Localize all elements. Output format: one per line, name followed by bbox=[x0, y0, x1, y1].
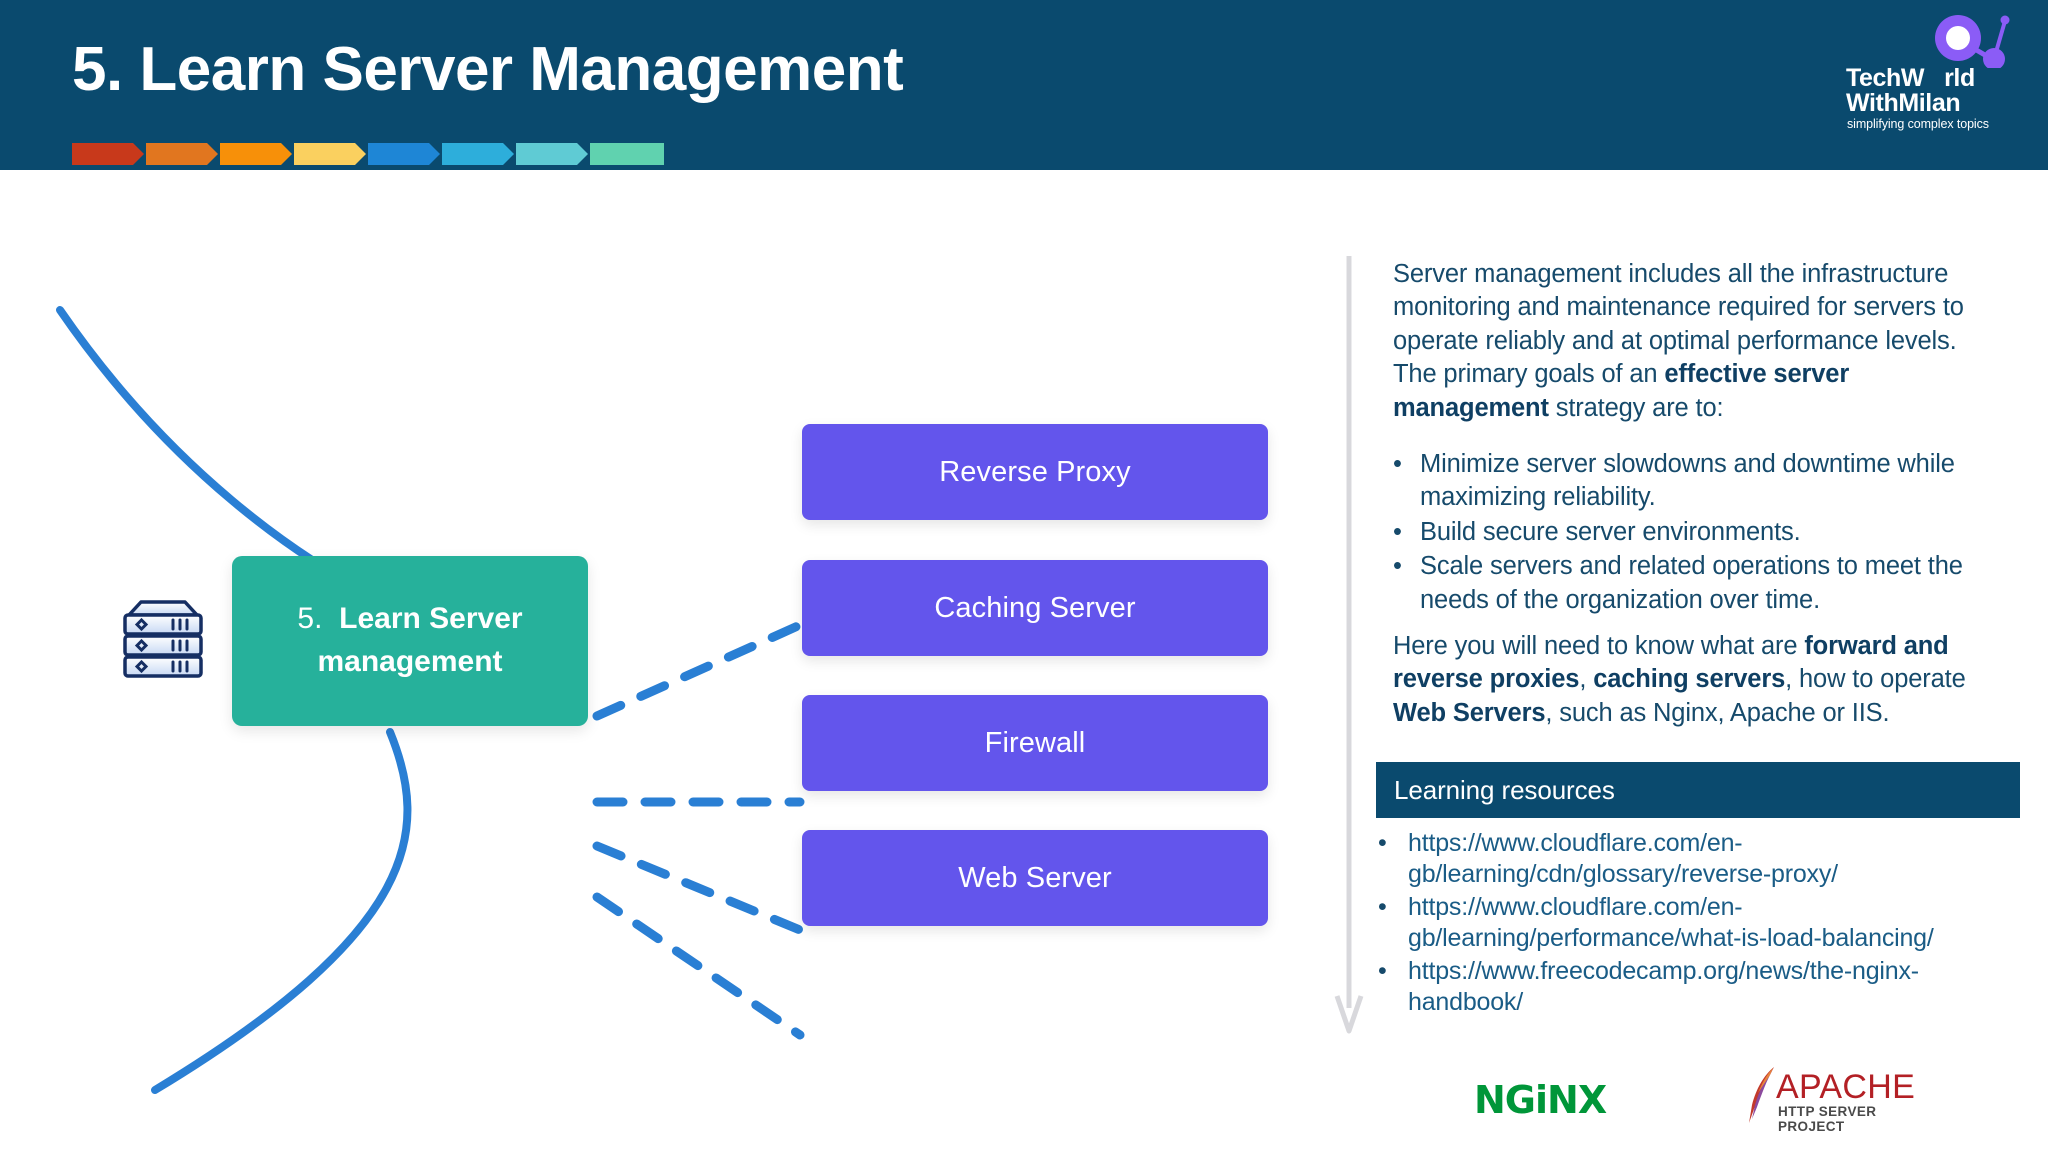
leaf-node-reverse-proxy[interactable]: Reverse Proxy bbox=[802, 424, 1268, 520]
intro-part1: Server management includes all the infra… bbox=[1393, 260, 1964, 389]
bullet-icon: • bbox=[1393, 517, 1402, 546]
learning-resources-title: Learning resources bbox=[1394, 774, 1615, 805]
logo-text-rld: rld bbox=[1944, 64, 1975, 92]
mid-bold3: Web Servers bbox=[1393, 698, 1546, 727]
downward-arrow-icon bbox=[1334, 256, 1364, 1034]
leaf-label: Web Server bbox=[958, 861, 1112, 894]
logo-text-tech: TechW bbox=[1846, 64, 1925, 92]
logo-line-1: TechW rld bbox=[1846, 64, 1975, 93]
list-item[interactable]: • https://www.freecodecamp.org/news/the-… bbox=[1378, 956, 2028, 1018]
leaf-label: Caching Server bbox=[934, 591, 1136, 624]
apache-logo: APACHE HTTP SERVER PROJECT bbox=[1748, 1067, 1915, 1134]
apache-wordmark: APACHE bbox=[1776, 1068, 1916, 1106]
resource-link[interactable]: https://www.cloudflare.com/en-gb/learnin… bbox=[1408, 829, 1838, 888]
intro-paragraph: Server management includes all the infra… bbox=[1393, 258, 1993, 425]
chevron-7 bbox=[516, 143, 588, 165]
center-node-title-line1: Learn Server bbox=[339, 602, 523, 636]
bullet-icon: • bbox=[1393, 450, 1402, 478]
connector-to-reverse-proxy bbox=[592, 620, 805, 721]
logo-line-2: WithMilan bbox=[1846, 89, 1961, 117]
mid-part2: , bbox=[1579, 665, 1594, 694]
chevron-8 bbox=[590, 143, 664, 165]
apache-feather-icon bbox=[1749, 1067, 1774, 1123]
goal-text: Scale servers and related operations to … bbox=[1420, 552, 1963, 614]
leaf-label: Reverse Proxy bbox=[939, 455, 1131, 488]
center-node-learn-server-management[interactable]: 5. Learn Server management bbox=[232, 556, 588, 726]
list-item: • Scale servers and related operations t… bbox=[1393, 550, 2003, 617]
learning-resources-list: • https://www.cloudflare.com/en-gb/learn… bbox=[1378, 828, 2028, 1020]
goals-list: • Minimize server slowdowns and downtime… bbox=[1393, 448, 2003, 618]
mid-paragraph: Here you will need to know what are forw… bbox=[1393, 630, 1993, 730]
list-item: • Minimize server slowdowns and downtime… bbox=[1393, 448, 2003, 515]
chevron-5 bbox=[368, 143, 440, 165]
chevron-3 bbox=[220, 143, 292, 165]
chevron-1 bbox=[72, 143, 144, 165]
nginx-logo: NGiNX bbox=[1474, 1078, 1607, 1122]
logo-tagline: simplifying complex topics bbox=[1847, 117, 1989, 131]
chevron-6 bbox=[442, 143, 514, 165]
bullet-icon: • bbox=[1393, 552, 1402, 581]
learning-resources-header: Learning resources bbox=[1376, 762, 2020, 818]
center-node-title-line2: management bbox=[317, 645, 503, 678]
goal-text: Build secure server environments. bbox=[1420, 517, 1801, 546]
leaf-node-web-server[interactable]: Web Server bbox=[802, 830, 1268, 926]
apache-subtitle: HTTP SERVER PROJECT bbox=[1778, 1104, 1877, 1134]
leaf-node-firewall[interactable]: Firewall bbox=[802, 695, 1268, 791]
leaf-node-caching-server[interactable]: Caching Server bbox=[802, 560, 1268, 656]
list-item[interactable]: • https://www.cloudflare.com/en-gb/learn… bbox=[1378, 892, 2028, 954]
server-rack-icon bbox=[123, 600, 203, 678]
leaf-label: Firewall bbox=[984, 726, 1086, 759]
resource-link[interactable]: https://www.cloudflare.com/en-gb/learnin… bbox=[1408, 893, 1934, 952]
chevron-2 bbox=[146, 143, 218, 165]
center-node-number: 5. bbox=[297, 602, 323, 636]
list-item: • Build secure server environments. bbox=[1393, 516, 2003, 549]
logo-network-icon bbox=[1935, 15, 2010, 68]
connector-to-firewall bbox=[592, 841, 805, 935]
chevron-4 bbox=[294, 143, 366, 165]
brand-logo: TechW rld WithMilan simplifying complex t… bbox=[1844, 14, 2024, 142]
mid-bold1: forward and reverse proxies bbox=[1393, 632, 1949, 694]
mid-part4: , such as Nginx, Apache or IIS. bbox=[1545, 698, 1890, 727]
intro-bold1: effective server management bbox=[1393, 360, 1850, 422]
intro-part2: strategy are to: bbox=[1548, 393, 1724, 422]
bullet-icon: • bbox=[1378, 893, 1387, 921]
page-title: 5. Learn Server Management bbox=[72, 35, 904, 104]
bullet-icon: • bbox=[1378, 829, 1387, 857]
list-item[interactable]: • https://www.cloudflare.com/en-gb/learn… bbox=[1378, 828, 2028, 890]
connector-to-web-server bbox=[592, 892, 805, 1040]
resource-link[interactable]: https://www.freecodecamp.org/news/the-ng… bbox=[1408, 957, 1919, 1016]
slide-header: 5. Learn Server Management TechW rld bbox=[0, 0, 2048, 170]
mid-part3: , how to operate bbox=[1785, 665, 1966, 694]
mid-bold2: caching servers bbox=[1593, 665, 1786, 694]
chevron-progress-bar bbox=[72, 143, 666, 165]
mid-part1: Here you will need to know what are bbox=[1393, 632, 1805, 660]
bullet-icon: • bbox=[1378, 957, 1387, 985]
goal-text: Minimize server slowdowns and downtime w… bbox=[1420, 450, 1955, 512]
center-node-label: 5. Learn Server management bbox=[279, 598, 540, 683]
decor-curve-bottom bbox=[151, 728, 412, 1094]
